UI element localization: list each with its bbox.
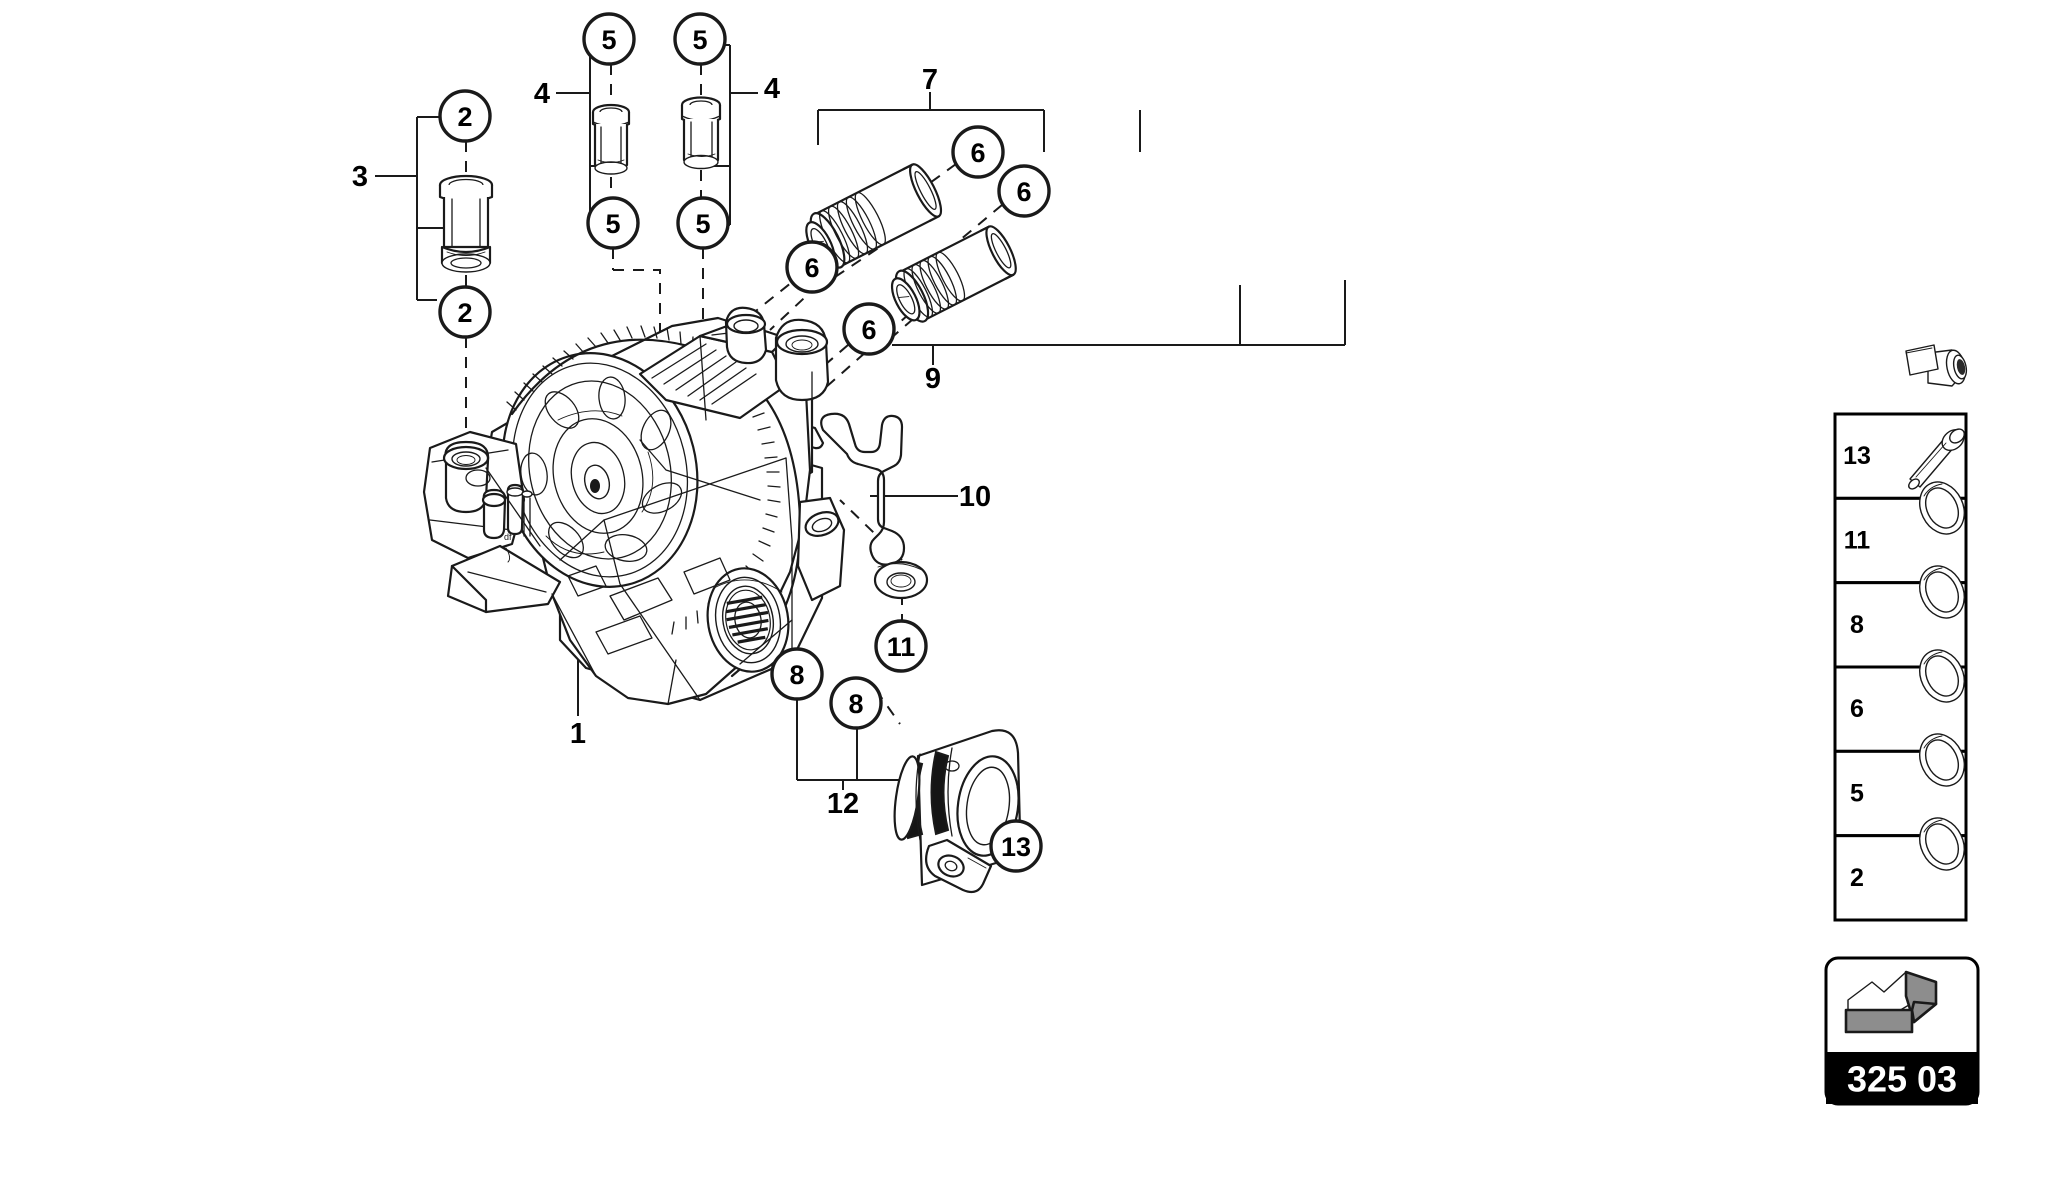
callout-label: 9 [925,363,941,395]
stud-bolt-icon [1908,428,1965,490]
callout-3-c3[interactable]: 3 [352,161,368,193]
callout-label: 7 [922,64,938,96]
legend-row-number: 11 [1844,527,1871,555]
callout-label: 5 [695,209,710,239]
callout-label: 5 [605,209,620,239]
callout-2-c2b[interactable]: 2 [438,285,492,339]
callout-label: 2 [457,298,472,328]
callout-bubble[interactable] [586,196,640,250]
callout-label: 5 [692,25,707,55]
sleeve-bushing-left [438,174,494,273]
callout-label: 4 [534,78,550,110]
callout-4-c4b[interactable]: 4 [764,73,780,105]
callout-bubble[interactable] [829,676,883,730]
callout-bubble[interactable] [673,12,727,66]
wedge-block-icon [1844,970,1938,1034]
callout-label: 11 [887,632,916,662]
callout-6-c6b[interactable]: 6 [997,164,1051,218]
legend-row-number: 8 [1850,611,1864,639]
callout-6-c6a[interactable]: 6 [951,125,1005,179]
flange-bolt-icon [1905,344,1968,387]
callout-bubble[interactable] [785,240,839,294]
callout-bubble[interactable] [989,819,1043,873]
svg-text:df: df [504,532,512,542]
callout-bubble[interactable] [582,12,636,66]
callout-label: 4 [764,73,780,105]
housing-foot-lug [446,544,562,614]
callout-bubble[interactable] [842,302,896,356]
callout-bubble[interactable] [676,196,730,250]
housing-top-boss [774,318,830,402]
o-ring-icon [1919,817,1965,871]
badge-number: 325 03 [1847,1059,1957,1100]
o-ring-icon [1919,733,1965,787]
callout-label: 6 [861,315,876,345]
o-ring-icon [1919,481,1965,535]
callout-4-c4a[interactable]: 4 [534,78,550,110]
legend-row-number: 5 [1850,780,1864,808]
callout-2-c2a[interactable]: 2 [438,89,492,143]
callout-13-c13[interactable]: 13 [989,819,1043,873]
dowel-pin-a [591,103,631,175]
housing-detail-lines [485,335,813,705]
legend-row-number: 13 [1843,442,1871,470]
callout-label: 10 [959,481,991,513]
legend-row-number: 2 [1850,864,1864,892]
housing-top-boss-2 [724,306,768,365]
callout-label: 12 [827,788,859,820]
callout-label: 2 [457,102,472,132]
callout-label: 1 [570,718,586,750]
callout-11-c11[interactable]: 11 [874,619,928,673]
callout-bubble[interactable] [951,125,1005,179]
o-ring-icon [1919,565,1965,619]
callout-5-c5a[interactable]: 5 [582,12,636,66]
callout-bubble[interactable] [874,619,928,673]
callout-bubble[interactable] [438,285,492,339]
legend-table: 13 11 8 6 5 2 [1833,344,1968,922]
housing-left-manifold [422,430,533,560]
callout-bubble[interactable] [997,164,1051,218]
callout-6-c6c[interactable]: 6 [785,240,839,294]
callout-5-c5c[interactable]: 5 [586,196,640,250]
o-ring-icon [1919,649,1965,703]
callout-1-c1[interactable]: 1 [570,718,586,750]
callout-7-c7[interactable]: 7 [922,64,938,96]
valve-piston-lower [890,225,1017,323]
callout-bubble[interactable] [438,89,492,143]
callout-8-c8a[interactable]: 8 [770,647,824,701]
callout-label: 8 [789,660,804,690]
housing-right-flange [796,496,846,602]
retaining-bracket [799,412,929,600]
main-housing-assembly: df [422,306,846,706]
dowel-pin-b [680,96,722,170]
callout-label: 8 [848,689,863,719]
callout-label: 6 [804,253,819,283]
callout-9-c9[interactable]: 9 [925,363,941,395]
housing-pockets [567,557,731,655]
callout-12-c12[interactable]: 12 [827,788,859,820]
callout-bubble[interactable] [770,647,824,701]
footer-badge: 325 03 [1824,956,1980,1106]
callout-8-c8b[interactable]: 8 [829,676,883,730]
legend-row-number: 6 [1850,695,1864,723]
callout-label: 5 [601,25,616,55]
callout-5-c5d[interactable]: 5 [676,196,730,250]
callout-label: 3 [352,161,368,193]
callout-label: 6 [970,138,985,168]
callout-10-c10[interactable]: 10 [959,481,991,513]
callout-6-c6d[interactable]: 6 [842,302,896,356]
callout-5-c5b[interactable]: 5 [673,12,727,66]
callout-label: 6 [1016,177,1031,207]
housing-output-bore [706,567,790,673]
callout-label: 13 [1001,832,1031,862]
